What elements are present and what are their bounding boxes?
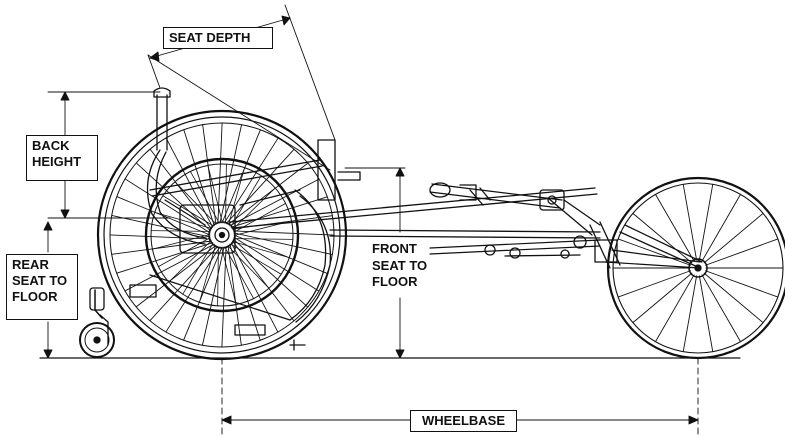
spoke [112, 215, 210, 237]
spoke [163, 196, 212, 225]
spoke [112, 241, 212, 254]
dimension-lines [44, 5, 698, 437]
spoke [618, 271, 690, 297]
spoke [231, 197, 327, 227]
rear-seat-to-floor-label: REAR SEAT TO FLOOR [6, 254, 78, 320]
spoke [117, 243, 213, 273]
spoke [234, 235, 327, 273]
spoke [683, 184, 696, 260]
spoke [202, 247, 224, 345]
spoke [155, 212, 210, 228]
spoke [228, 163, 308, 225]
spoke [226, 149, 294, 223]
spoke [208, 165, 222, 221]
spoke [704, 213, 763, 262]
spoke [229, 168, 245, 223]
spoke [230, 244, 260, 340]
spoke [220, 125, 242, 223]
back-height-label: BACK HEIGHT [26, 135, 98, 181]
spoke [618, 239, 690, 265]
seat-depth-label: SEAT DEPTH [163, 27, 273, 49]
spoke [234, 233, 332, 255]
spoke [656, 275, 695, 342]
spoke [226, 164, 227, 221]
spoke [702, 275, 741, 342]
spoke [232, 241, 294, 321]
spoke [150, 246, 218, 320]
spoke [706, 239, 778, 265]
spoke [184, 130, 214, 226]
spoke [702, 194, 741, 261]
spoke [233, 239, 307, 307]
spoke [150, 149, 212, 229]
spoke [699, 276, 712, 352]
spoke [236, 239, 293, 240]
spoke [656, 194, 695, 261]
spoke [706, 271, 778, 297]
spoke [199, 247, 215, 302]
spoke [190, 171, 218, 221]
spoke [232, 245, 281, 274]
spoke [228, 245, 241, 345]
spoke [633, 273, 692, 322]
spoke [232, 176, 261, 225]
spoke [229, 247, 269, 288]
spoke [234, 242, 289, 258]
rear-wheel [98, 111, 346, 359]
spoke [683, 276, 696, 352]
spoke [222, 130, 260, 223]
spoke [704, 273, 763, 322]
spoke [699, 184, 712, 260]
spoke [222, 249, 236, 305]
spoke [226, 249, 254, 299]
spoke [633, 213, 692, 262]
wheelbase-label: WHEELBASE [410, 410, 517, 432]
front-seat-to-floor-label: FRONT SEAT TO FLOOR [370, 240, 430, 292]
frame [80, 88, 702, 357]
spoke [184, 247, 222, 340]
spoke [169, 242, 210, 282]
spoke [203, 125, 216, 225]
spoke [175, 182, 215, 223]
